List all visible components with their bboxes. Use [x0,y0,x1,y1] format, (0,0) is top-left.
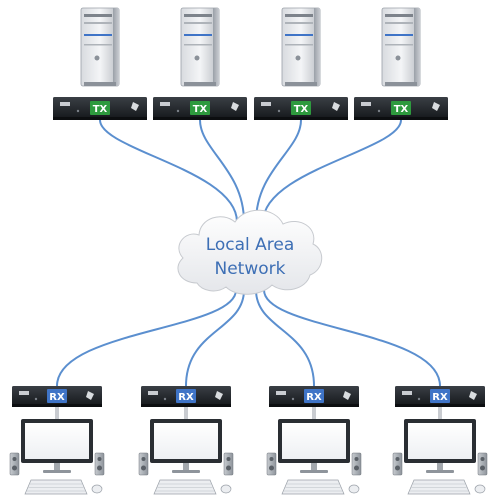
kvm-transmitter-icon: TX [354,97,448,120]
tower-pc-icon [80,7,120,87]
speaker-icon [9,452,20,476]
speaker-icon [138,452,149,476]
network-cable [255,289,315,387]
tx-label: TX [294,104,309,115]
network-cable [199,119,245,223]
speaker-icon [223,452,234,476]
receiver-units: RX RX RX RX [12,386,485,407]
network-cable [56,289,237,387]
tx-label: TX [193,104,208,115]
keyboard-icon [153,479,217,495]
kvm-transmitter-icon: TX [153,97,247,120]
speaker-icon [351,452,362,476]
speaker-icon [477,452,488,476]
rx-cables [56,289,441,387]
network-cable [262,119,402,223]
tx-label: TX [93,104,108,115]
speaker-icon [94,452,105,476]
network-cable [185,289,245,387]
monitor-icon [278,419,350,473]
mouse-icon [220,484,232,494]
keyboard-icon [281,479,345,495]
cloud-label-line1: Local Area [206,235,295,255]
tower-pc-icon [281,7,321,87]
rx-label: RX [306,392,322,403]
rx-label: RX [432,392,448,403]
tx-cables [99,119,402,223]
workstation-icon [266,407,362,495]
tx-tag [190,101,210,115]
rx-label: RX [178,392,194,403]
kvm-transmitter-icon: TX [53,97,147,120]
cloud-icon: Local Area Network [177,209,323,295]
kvm-receiver-icon: RX [269,386,359,407]
tower-computers [80,7,421,87]
speaker-icon [266,452,277,476]
tower-pc-icon [180,7,220,87]
rx-tag [47,389,67,403]
kvm-receiver-icon: RX [12,386,102,407]
tower-pc-icon [381,7,421,87]
mouse-icon [348,484,360,494]
network-cable [99,119,238,223]
workstation-icon [138,407,234,495]
tx-label: TX [394,104,409,115]
keyboard-icon [407,479,471,495]
rx-tag [304,389,324,403]
rx-tag [176,389,196,403]
rx-tag [430,389,450,403]
keyboard-icon [24,479,88,495]
workstation-icon [392,407,488,495]
kvm-receiver-icon: RX [141,386,231,407]
network-cable [263,289,441,387]
workstation-icon [9,407,105,495]
speaker-icon [392,452,403,476]
mouse-icon [474,484,486,494]
monitor-icon [150,419,222,473]
tx-tag [391,101,411,115]
network-cable [255,119,302,223]
tx-tag [90,101,110,115]
transmitter-units: TX TX TX TX [53,97,448,120]
tx-tag [291,101,311,115]
mouse-icon [91,484,103,494]
kvm-transmitter-icon: TX [254,97,348,120]
monitor-icon [404,419,476,473]
workstations [9,407,488,495]
monitor-icon [21,419,93,473]
rx-label: RX [49,392,65,403]
cloud-label-line2: Network [215,259,286,279]
kvm-receiver-icon: RX [395,386,485,407]
